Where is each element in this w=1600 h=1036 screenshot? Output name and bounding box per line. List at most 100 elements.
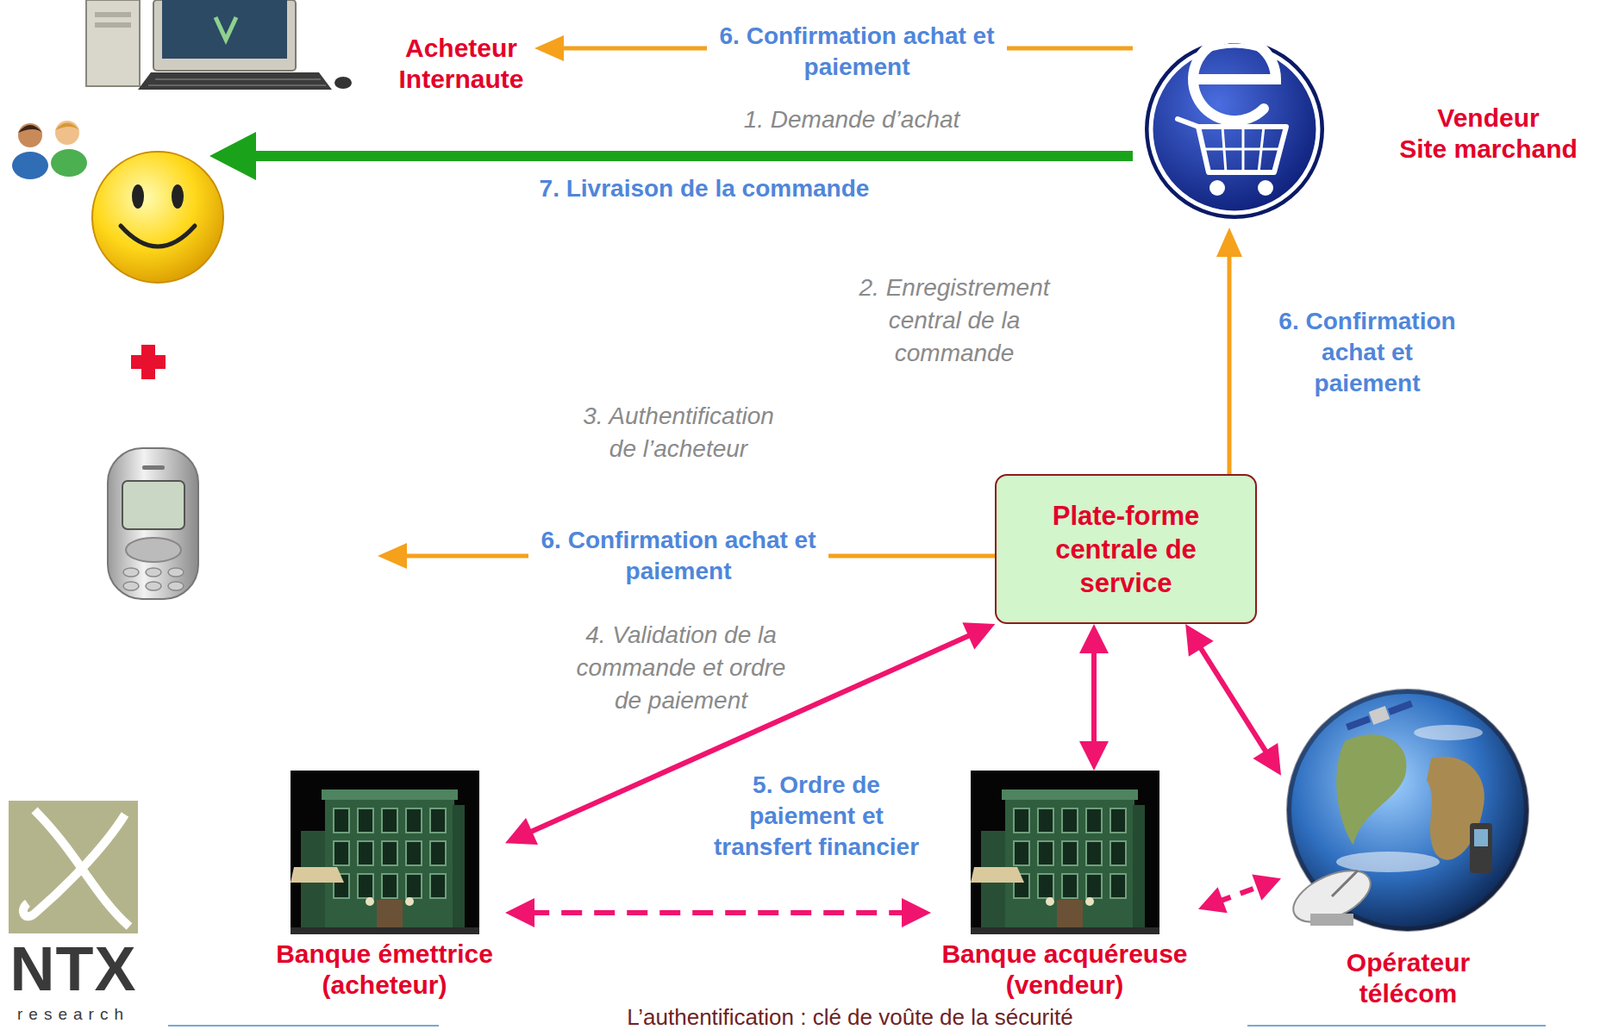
computer-icon [334, 76, 352, 89]
step-label: 4. Validation de la commande et ordre de… [573, 618, 789, 718]
people-icon [12, 120, 88, 180]
computer-icon [215, 17, 237, 40]
telecom-globe [1474, 829, 1488, 847]
arrow-label: 6. Confirmation achat et paiement [528, 525, 829, 588]
shop-logo [1193, 37, 1276, 121]
ntx-logo [23, 814, 125, 917]
bank-building [290, 770, 1160, 935]
telecom-globe [1345, 715, 1371, 731]
shop-logo [1209, 180, 1225, 196]
people-icon [55, 120, 80, 145]
arrowhead [505, 898, 535, 928]
step-label: 1. Demande d’achat [743, 103, 961, 137]
shop-logo [1144, 37, 1325, 219]
arrowhead [505, 818, 538, 845]
shop-logo [1257, 180, 1274, 196]
logo-text: research [17, 1005, 130, 1025]
node-label: Banque émettrice (acheteur) [268, 938, 501, 1001]
footer-caption: L’authentification : clé de voûte de la … [626, 1005, 1073, 1030]
telecom-globe [1285, 689, 1529, 933]
mobile-phone-icon [107, 448, 199, 600]
arrowhead [901, 898, 932, 928]
node-label: Banque acquéreuse (vendeur) [935, 938, 1194, 1001]
bank-building [970, 770, 1160, 935]
mobile-phone-icon [123, 581, 139, 591]
merchant-node: VendeurSite marchand [1132, 3, 1582, 228]
smiley-icon [92, 151, 224, 283]
shop-logo [1144, 39, 1325, 219]
connector-line [1218, 886, 1263, 903]
telecom-globe [1331, 870, 1358, 897]
ntx-logo [8, 800, 138, 934]
connector-line [528, 910, 908, 916]
mobile-phone-icon [145, 568, 162, 577]
computer-icon [155, 78, 321, 81]
node-label: Opérateur télécom [1331, 947, 1487, 1010]
delivery-arrow [209, 131, 1133, 181]
icon-slot [1132, 3, 1327, 228]
people-icon [18, 125, 43, 133]
smiley-icon [120, 225, 195, 247]
text-block: Banque acquéreuse (vendeur) [935, 938, 1194, 1001]
smiley-icon [131, 184, 144, 209]
mobile-phone-icon [142, 465, 165, 470]
mobile-phone-icon [123, 568, 139, 577]
arrowhead [1079, 624, 1109, 654]
people-icon [55, 123, 80, 132]
ntx-logo [8, 800, 138, 934]
people-icon [50, 149, 88, 177]
telecom-globe [1368, 706, 1390, 725]
node-label: Plate-forme centrale de service [1026, 499, 1225, 600]
shop-logo [1150, 45, 1319, 213]
connector-line [1198, 643, 1269, 757]
footer-rule [168, 1025, 439, 1027]
shop-logo [1198, 126, 1287, 173]
arrowhead [962, 622, 995, 650]
connector [1198, 875, 1282, 914]
telecom-globe [1285, 860, 1378, 933]
people-icon [18, 123, 43, 148]
node-label: Vendeur [1395, 102, 1582, 134]
text-block: VendeurSite marchand [1395, 102, 1582, 165]
computer-icon [148, 84, 326, 87]
connector [1216, 227, 1243, 475]
icon-slot [263, 770, 506, 939]
footer-rule [1247, 1025, 1546, 1027]
arrowhead [1252, 743, 1282, 776]
telecom-globe [1310, 913, 1354, 926]
step-label: 2. Enregistrement central de la commande [850, 271, 1058, 370]
arrowhead [1185, 624, 1214, 657]
text-block: Plate-forme centrale de service [1026, 499, 1225, 600]
telecom-globe [1413, 725, 1483, 741]
arrowhead [534, 35, 564, 62]
telecom-globe [1336, 851, 1440, 873]
icon-slot [1281, 683, 1536, 948]
connector-label: 6. Confirmation achat et paiement [706, 20, 1007, 83]
shop-logo [1203, 148, 1282, 151]
delivery-arrow [245, 150, 1133, 162]
arrowhead [1251, 875, 1282, 901]
connector-line [1091, 647, 1097, 748]
connector [1079, 624, 1109, 771]
mobile-phone-icon [107, 448, 199, 600]
arrowhead [1079, 741, 1109, 771]
node-label: Acheteur Internaute [387, 32, 535, 95]
icon-slot [73, 3, 350, 90]
mobile-phone-icon [168, 581, 184, 591]
arrow-label: 7. Livraison de la commande [539, 173, 870, 205]
mobile-phone-icon [145, 581, 162, 591]
arrowhead [1216, 227, 1243, 257]
connector-line [1227, 250, 1232, 475]
logo-text: NTX [10, 937, 138, 1000]
smiley-icon [171, 184, 184, 209]
plus-sign [141, 344, 156, 380]
plus-sign [131, 344, 166, 380]
telecom-globe [1344, 697, 1415, 734]
connector-label: 5. Ordre de paiement et transfert financ… [708, 769, 925, 863]
confirmation-arrow [377, 543, 407, 569]
arrowhead [1198, 887, 1228, 913]
computer-icon [86, 0, 140, 87]
people-icon [12, 151, 49, 180]
